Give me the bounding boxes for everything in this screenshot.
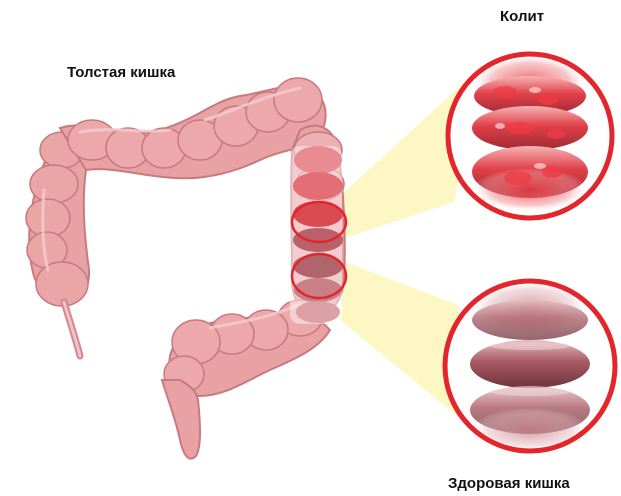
colitis-magnified-view <box>448 54 612 218</box>
label-healthy-intestine: Здоровая кишка <box>448 475 570 492</box>
label-large-intestine: Толстая кишка <box>67 64 175 81</box>
healthy-magnified-view <box>445 280 615 452</box>
label-colitis: Колит <box>500 8 544 25</box>
